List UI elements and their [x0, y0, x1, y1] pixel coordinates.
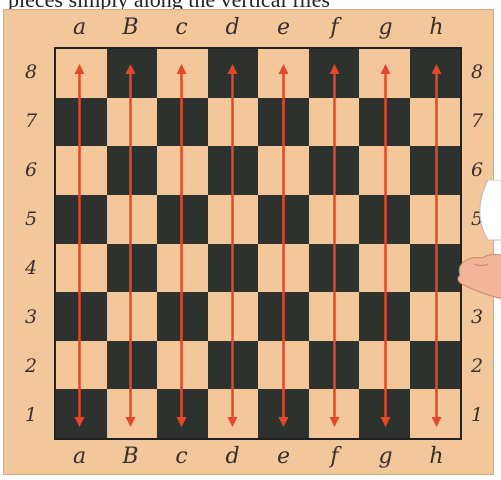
rank-label-3: 3 [21, 307, 41, 327]
square-g4[interactable] [359, 244, 410, 293]
file-label-g: g [360, 17, 411, 39]
square-f7[interactable] [309, 98, 360, 147]
square-g1[interactable] [359, 389, 410, 438]
square-a6[interactable] [56, 146, 107, 195]
square-d5[interactable] [208, 195, 259, 244]
square-c4[interactable] [157, 244, 208, 293]
square-d6[interactable] [208, 146, 259, 195]
file-label-g: g [360, 446, 411, 468]
square-h8[interactable] [410, 49, 461, 98]
square-e5[interactable] [258, 195, 309, 244]
square-d7[interactable] [208, 98, 259, 147]
rank-label-2: 2 [21, 356, 41, 376]
file-label-c: c [156, 17, 207, 39]
square-c8[interactable] [157, 49, 208, 98]
rank-label-8: 8 [467, 62, 487, 82]
square-f2[interactable] [309, 341, 360, 390]
square-c2[interactable] [157, 341, 208, 390]
square-e6[interactable] [258, 146, 309, 195]
rank-label-6: 6 [21, 160, 41, 180]
rank-label-2: 2 [467, 356, 487, 376]
rank-label-7: 7 [467, 111, 487, 131]
square-d2[interactable] [208, 341, 259, 390]
chessboard [54, 47, 462, 440]
square-h2[interactable] [410, 341, 461, 390]
file-label-f: f [309, 446, 360, 468]
square-e4[interactable] [258, 244, 309, 293]
rank-label-1: 1 [467, 405, 487, 425]
square-f6[interactable] [309, 146, 360, 195]
file-label-d: d [207, 17, 258, 39]
rank-label-4: 4 [21, 258, 41, 278]
square-h1[interactable] [410, 389, 461, 438]
file-label-a: a [54, 446, 105, 468]
square-f5[interactable] [309, 195, 360, 244]
square-c1[interactable] [157, 389, 208, 438]
square-d8[interactable] [208, 49, 259, 98]
square-g8[interactable] [359, 49, 410, 98]
square-g3[interactable] [359, 292, 410, 341]
hand-illustration [448, 180, 501, 340]
square-e8[interactable] [258, 49, 309, 98]
square-a4[interactable] [56, 244, 107, 293]
rank-label-1: 1 [21, 405, 41, 425]
square-g2[interactable] [359, 341, 410, 390]
file-label-h: h [411, 446, 462, 468]
file-label-e: e [258, 446, 309, 468]
square-g6[interactable] [359, 146, 410, 195]
file-label-c: c [156, 446, 207, 468]
square-b6[interactable] [107, 146, 158, 195]
file-label-e: e [258, 17, 309, 39]
square-b2[interactable] [107, 341, 158, 390]
square-e3[interactable] [258, 292, 309, 341]
square-a8[interactable] [56, 49, 107, 98]
square-f1[interactable] [309, 389, 360, 438]
file-label-b: B [105, 446, 156, 468]
square-f4[interactable] [309, 244, 360, 293]
square-f3[interactable] [309, 292, 360, 341]
file-label-b: B [105, 17, 156, 39]
rank-label-7: 7 [21, 111, 41, 131]
square-b5[interactable] [107, 195, 158, 244]
rank-label-6: 6 [467, 160, 487, 180]
file-label-a: a [54, 17, 105, 39]
square-c3[interactable] [157, 292, 208, 341]
square-g5[interactable] [359, 195, 410, 244]
square-a7[interactable] [56, 98, 107, 147]
square-b4[interactable] [107, 244, 158, 293]
square-d4[interactable] [208, 244, 259, 293]
square-e2[interactable] [258, 341, 309, 390]
square-a2[interactable] [56, 341, 107, 390]
square-g7[interactable] [359, 98, 410, 147]
square-b1[interactable] [107, 389, 158, 438]
file-label-d: d [207, 446, 258, 468]
square-a1[interactable] [56, 389, 107, 438]
square-e7[interactable] [258, 98, 309, 147]
file-label-h: h [411, 17, 462, 39]
file-label-f: f [309, 17, 360, 39]
square-d3[interactable] [208, 292, 259, 341]
square-d1[interactable] [208, 389, 259, 438]
square-f8[interactable] [309, 49, 360, 98]
square-a5[interactable] [56, 195, 107, 244]
square-c6[interactable] [157, 146, 208, 195]
square-h7[interactable] [410, 98, 461, 147]
rank-label-5: 5 [21, 209, 41, 229]
square-a3[interactable] [56, 292, 107, 341]
square-b3[interactable] [107, 292, 158, 341]
square-e1[interactable] [258, 389, 309, 438]
square-b7[interactable] [107, 98, 158, 147]
square-b8[interactable] [107, 49, 158, 98]
square-c7[interactable] [157, 98, 208, 147]
square-c5[interactable] [157, 195, 208, 244]
rank-label-8: 8 [21, 62, 41, 82]
